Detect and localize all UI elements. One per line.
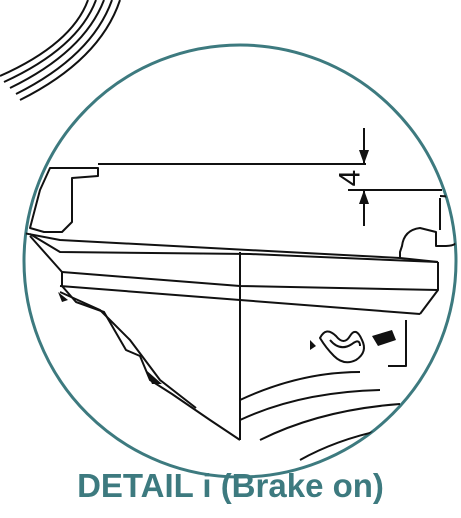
outer-arc-5: [0, 0, 89, 77]
dimension-arrow-upper: [359, 150, 369, 164]
dimension-label: 4: [334, 170, 367, 187]
dimension-arrow-lower: [359, 190, 369, 204]
right-brake-shoe: [399, 195, 456, 258]
wheel-arc-1: [239, 371, 361, 401]
body-right-edge: [419, 262, 439, 315]
background-arcs: [0, 0, 121, 101]
spring-clip-inner: [329, 339, 361, 349]
left-brake-shoe: [29, 167, 99, 233]
wheel-arc-3: [259, 403, 401, 441]
outer-arc-4: [3, 0, 97, 83]
broken-section-inner: [59, 291, 197, 409]
outer-arc-1: [19, 0, 121, 101]
outer-arc-2: [15, 0, 113, 95]
spring-clip: [319, 330, 365, 364]
outer-arc-3: [9, 0, 105, 89]
body-top-edge: [24, 231, 439, 263]
body-right-vertical: [388, 320, 407, 367]
wheel-arc-2: [239, 389, 381, 421]
detail-caption: DETAIL i (Brake on): [77, 467, 384, 504]
spring-hatch: [310, 330, 396, 350]
body-upper-line: [29, 233, 439, 263]
dimension-4: 4: [334, 128, 369, 226]
broken-section-left: [61, 285, 241, 441]
